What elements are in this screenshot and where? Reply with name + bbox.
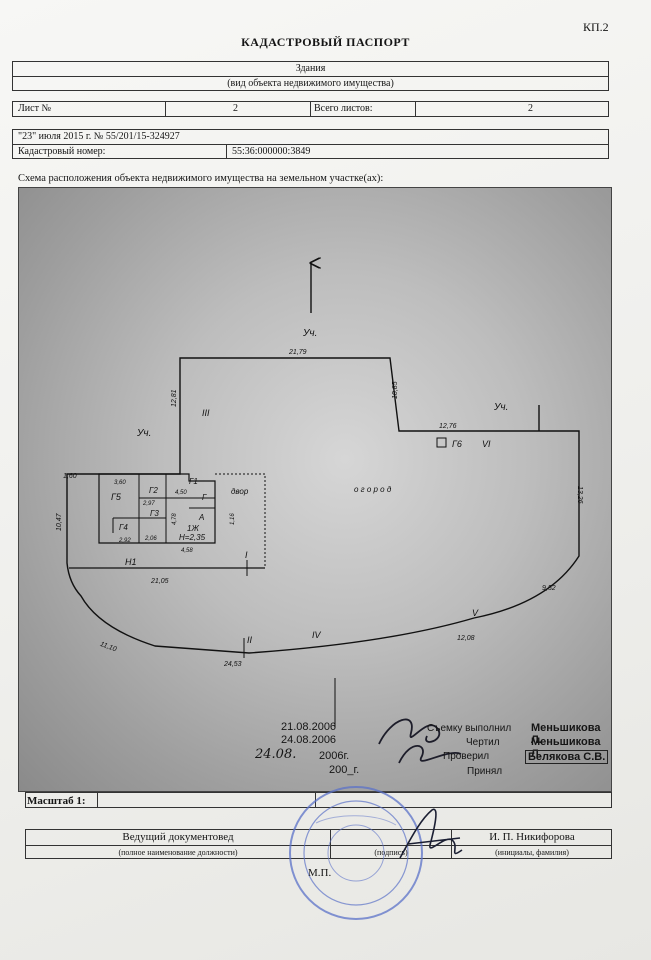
scale-label: Масштаб 1: — [27, 795, 86, 807]
uch-right-label: Уч. — [493, 402, 508, 413]
dim-left-up: 12,81 — [171, 389, 178, 407]
yard-label: двор — [231, 487, 249, 496]
signer-name: И. П. Никифорова — [489, 831, 575, 843]
performed-name: Меньшикова Л. — [531, 722, 601, 746]
dim-d7: 4,78 — [172, 513, 178, 525]
roman-5: V — [472, 608, 479, 618]
total-sheets-label: Всего листов: — [314, 103, 373, 114]
handwritten-date: 24.08. — [255, 747, 297, 762]
dim-left: 10,47 — [56, 512, 63, 531]
sheet-label: Лист № — [18, 103, 51, 114]
footer-signature-icon — [399, 808, 463, 859]
uch-left-label: Уч. — [136, 428, 151, 439]
footer-signature-row: Ведущий документовед (полное наименовани… — [25, 829, 612, 859]
dim-corner: 1,60 — [63, 473, 77, 480]
dim-d3: 4,50 — [175, 490, 187, 496]
scheme-caption: Схема расположения объекта недвижимого и… — [18, 173, 384, 184]
dim-d6: 2,06 — [144, 536, 157, 542]
cadastral-label: Кадастровый номер: — [18, 146, 106, 157]
drew-label: Чертил — [466, 737, 500, 748]
house-label: 1Ж — [187, 524, 199, 533]
checked-name: Белякова С.В. — [525, 750, 609, 764]
g2-label: Г2 — [149, 486, 158, 495]
cadastral-number: 55:36:000000:3849 — [232, 146, 311, 157]
dim-right: 13,26 — [576, 486, 583, 504]
position-value: Ведущий документовед — [122, 831, 234, 843]
position-caption: (полное наименование должности) — [118, 848, 238, 857]
site-scheme: Уч. Уч. Уч. 21,79 12,81 10,85 12,76 13,2… — [18, 187, 612, 792]
dim-d8: 1,16 — [230, 513, 236, 525]
dim-d1: 3,60 — [114, 480, 126, 486]
a-label: А — [198, 513, 204, 522]
drew-name: Меньшикова Л. — [531, 736, 601, 760]
registry-date-number: "23" июля 2015 г. № 55/201/15-324927 — [18, 131, 180, 142]
roman-3: III — [202, 408, 210, 418]
dim-arc-bottom: 24,53 — [223, 661, 242, 668]
g3-label: Г3 — [150, 509, 159, 518]
dim-arc-left: 11,10 — [99, 641, 117, 653]
signature-caption: (подпись) — [374, 848, 408, 857]
roman-4: IV — [312, 630, 322, 640]
object-type-box: Здания (вид объекта недвижимого имуществ… — [12, 61, 609, 91]
year-performed: 2006г. — [319, 750, 350, 762]
plot-boundary — [66, 357, 580, 654]
performed-label: Съемку выполнил — [427, 723, 512, 734]
g1-label: Г1 — [189, 477, 198, 486]
year-accepted: 200_г. — [329, 764, 360, 776]
sheet-number: 2 — [233, 103, 238, 114]
garden-label: о г о р о д — [354, 485, 392, 494]
site-plan-drawing: Уч. Уч. Уч. 21,79 12,81 10,85 12,76 13,2… — [56, 188, 583, 728]
g4-label: Г4 — [119, 523, 128, 532]
building-outline — [98, 473, 216, 544]
g6-label: Г6 — [452, 439, 462, 449]
form-code: КП.2 — [583, 20, 609, 34]
survey-date: 21.08.2006 — [281, 721, 337, 733]
roman-1: I — [245, 550, 248, 560]
dim-right-small: 9,52 — [542, 585, 556, 592]
checked-label: Проверил — [443, 751, 490, 762]
total-sheets: 2 — [528, 103, 533, 114]
stamp-place-label: М.П. — [308, 867, 332, 879]
sheet-row: Лист № 2 Всего листов: 2 — [12, 101, 609, 117]
drawing-date: 24.08.2006 — [281, 734, 337, 746]
object-type-value: Здания — [295, 63, 326, 74]
dim-d2: 2,97 — [142, 501, 155, 507]
height-label: H=2,35 — [179, 533, 206, 542]
registry-box: "23" июля 2015 г. № 55/201/15-324927 Кад… — [12, 129, 609, 159]
dim-bottom-left: 21,05 — [150, 578, 169, 585]
dim-step: 12,76 — [439, 423, 457, 430]
dim-d4: 4,58 — [181, 548, 193, 554]
roman-6: VI — [482, 439, 491, 449]
official-stamp — [289, 786, 423, 920]
uch-top-label: Уч. — [302, 328, 317, 339]
roman-2: II — [247, 635, 253, 645]
g5-label: Г5 — [111, 492, 122, 502]
name-caption: (инициалы, фамилия) — [495, 848, 569, 857]
dim-arc-right: 12,08 — [457, 635, 475, 642]
dim-top: 21,79 — [288, 349, 307, 356]
document-title: КАДАСТРОВЫЙ ПАСПОРТ — [241, 35, 410, 49]
dim-mid: 10,85 — [392, 381, 399, 399]
dim-d5: 2,92 — [118, 538, 131, 544]
accepted-label: Принял — [467, 766, 503, 777]
object-type-caption: (вид объекта недвижимого имущества) — [227, 78, 394, 89]
h1-label: H1 — [125, 557, 137, 567]
g-label: Г — [202, 493, 207, 502]
